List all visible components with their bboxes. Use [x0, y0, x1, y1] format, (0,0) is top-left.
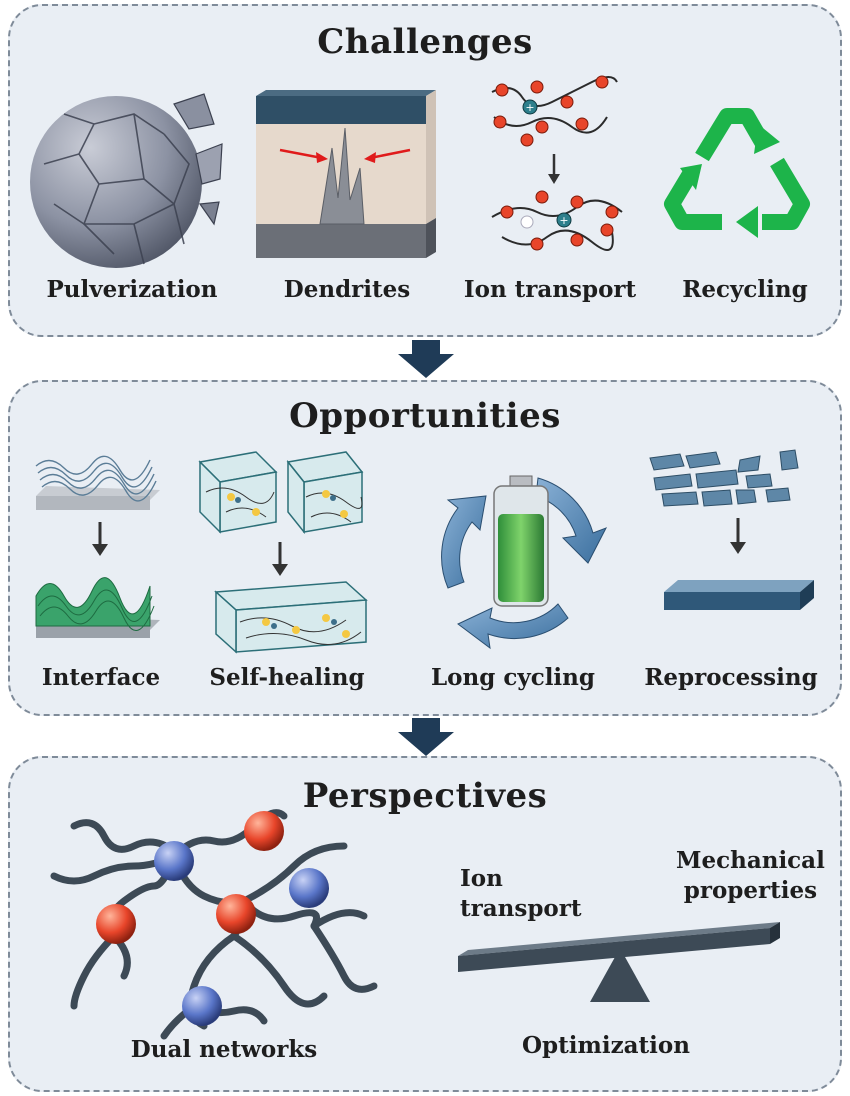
- label-mechanical-properties: Mechanical properties: [676, 846, 825, 906]
- label-optimization: Optimization: [522, 1032, 690, 1059]
- pulverized-sphere-icon: [30, 93, 223, 268]
- label-ion-transport: Ion transport: [463, 276, 637, 303]
- challenges-panel: Challenges: [8, 4, 842, 337]
- ion-transport-icon: + +: [491, 75, 623, 251]
- label-reprocessing: Reprocessing: [644, 664, 818, 691]
- flow-arrow-down-icon: [398, 340, 454, 378]
- balance-seesaw-icon: [458, 922, 780, 1002]
- self-healing-icon: [198, 451, 368, 654]
- label-pulverization: Pulverization: [46, 276, 218, 303]
- label-ion-transport-balance: Ion transport: [460, 864, 581, 924]
- interface-icon: [35, 455, 160, 638]
- perspectives-panel: Perspectives: [8, 756, 842, 1092]
- opportunities-panel: Opportunities: [8, 380, 842, 716]
- challenges-title: Challenges: [317, 22, 533, 62]
- label-transport: transport: [460, 895, 582, 922]
- long-cycling-battery-icon: [441, 475, 608, 650]
- flow-arrow-down-icon: [398, 718, 454, 756]
- svg-text:+: +: [559, 214, 568, 227]
- opportunities-title: Opportunities: [289, 396, 561, 436]
- label-mechanical: Mechanical: [676, 847, 825, 874]
- dendrites-icon: [256, 90, 436, 258]
- label-ion: Ion: [460, 865, 503, 892]
- svg-text:+: +: [525, 101, 534, 114]
- label-long-cycling: Long cycling: [431, 664, 595, 691]
- perspectives-title: Perspectives: [302, 776, 548, 816]
- label-dual-networks: Dual networks: [130, 1036, 318, 1063]
- label-recycling: Recycling: [682, 276, 808, 303]
- reprocessing-icon: [649, 449, 814, 610]
- label-interface: Interface: [41, 664, 161, 691]
- recycling-icon: [664, 108, 810, 238]
- label-properties: properties: [683, 877, 818, 904]
- dual-networks-icon: [50, 809, 378, 1040]
- label-dendrites: Dendrites: [283, 276, 411, 303]
- label-self-healing: Self-healing: [209, 664, 365, 691]
